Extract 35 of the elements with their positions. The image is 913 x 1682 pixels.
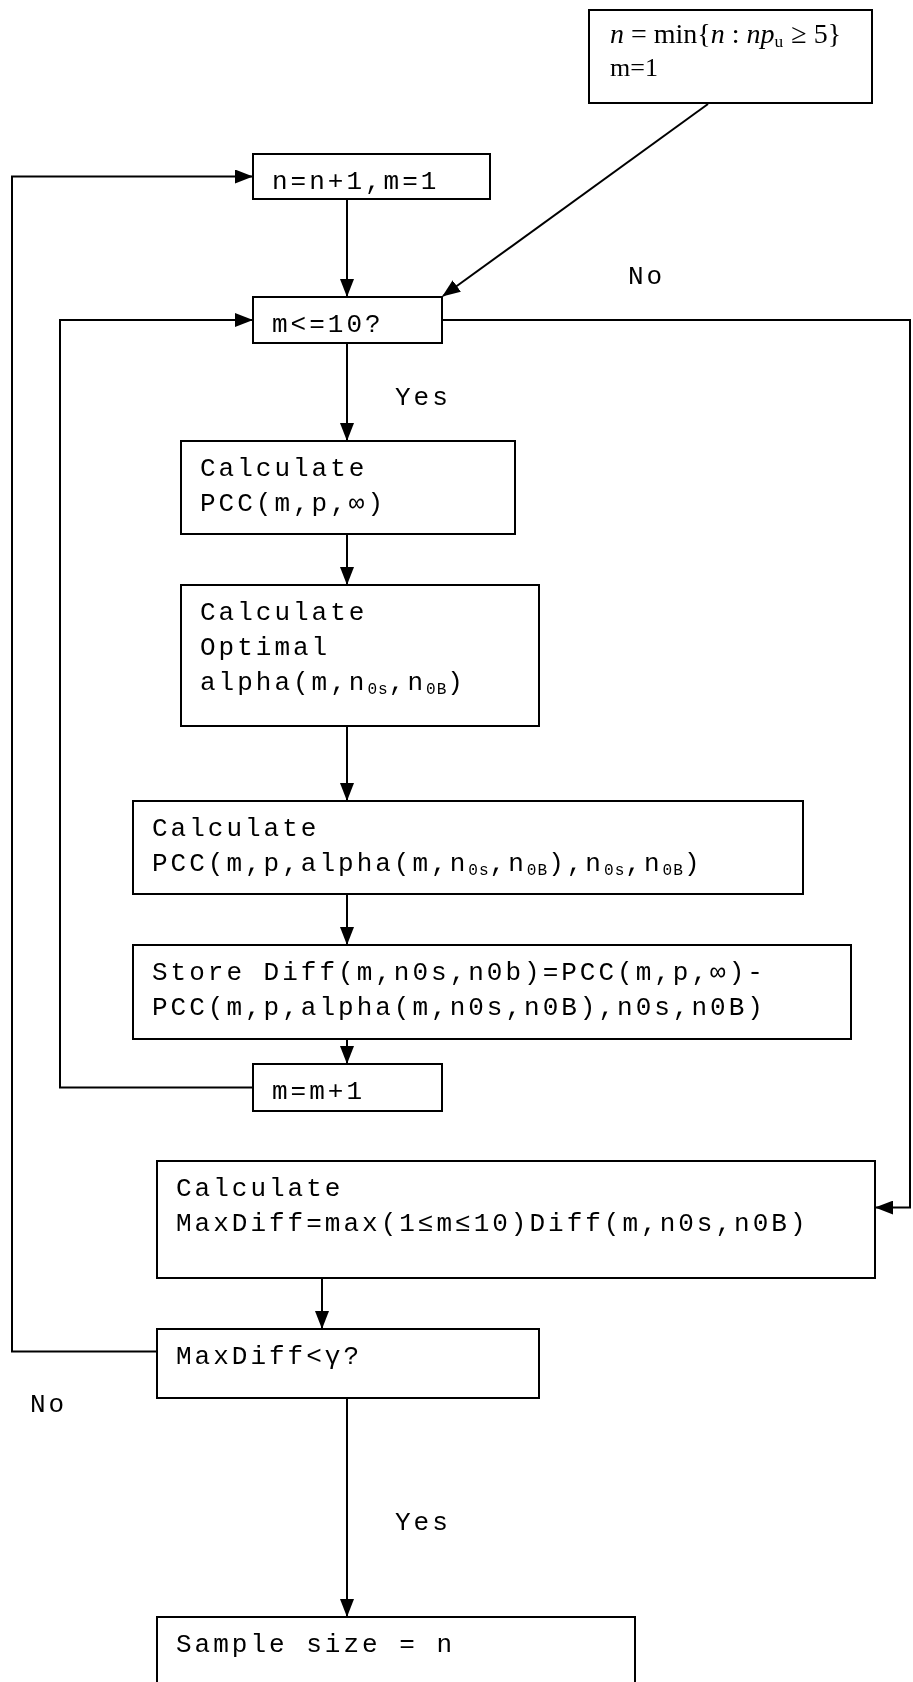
arrow	[11, 169, 253, 1353]
formula-text: n = min{n : np$_{u}$ ≥ 5}	[610, 17, 842, 51]
arrow	[340, 199, 354, 297]
step-text: m<=10?	[272, 309, 384, 342]
step-text: MaxDiff<γ?	[176, 1341, 363, 1374]
arrow	[442, 103, 709, 297]
step-text: Calculate Optimal alpha(m,n$_{0s}$,n$_{0B}$)	[200, 597, 467, 701]
arrow	[340, 894, 354, 945]
arrow	[340, 534, 354, 585]
process-box	[156, 1328, 540, 1399]
step-text: Calculate PCC(m,p,∞)	[200, 453, 388, 521]
arrow	[340, 726, 354, 801]
step-text: n=n+1,m=1	[272, 166, 440, 199]
arrow	[59, 313, 253, 1089]
process-box	[156, 1160, 876, 1279]
process-box	[588, 9, 873, 104]
step-text: Calculate PCC(m,p,alpha(m,n$_{0s}$,n$_{0B}$),n$_{0s}$,n$_{0B}$)	[152, 813, 704, 882]
process-box	[252, 153, 491, 200]
process-box	[180, 440, 516, 535]
step-text: m=1	[610, 52, 658, 84]
process-box	[180, 584, 540, 727]
process-box	[252, 296, 443, 344]
step-text: Store Diff(m,n0s,n0b)=PCC(m,p,∞)- PCC(m,p,alpha(m,n0s,n0B),n0s,n0B)	[152, 957, 767, 1025]
arrow	[315, 1278, 329, 1329]
process-box	[132, 944, 852, 1040]
step-text: Sample size = n	[176, 1629, 456, 1662]
arrow	[340, 343, 354, 441]
process-box	[252, 1063, 443, 1112]
process-box	[156, 1616, 636, 1682]
arrow	[442, 319, 911, 1215]
arrow	[340, 1398, 354, 1617]
step-text: m=m+1	[272, 1076, 365, 1109]
step-text: Calculate MaxDiff=max(1≤m≤10)Diff(m,n0s,n0B)	[176, 1173, 810, 1241]
process-box	[132, 800, 804, 895]
arrow	[340, 1039, 354, 1064]
